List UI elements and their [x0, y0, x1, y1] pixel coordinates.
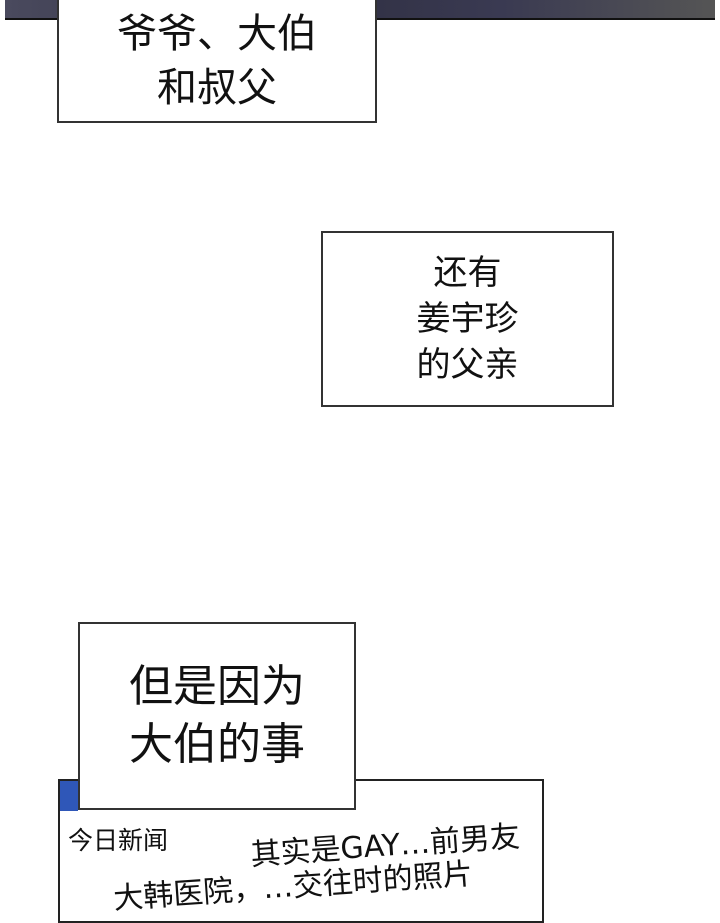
caption-line: 和叔父	[157, 64, 277, 111]
caption-line: 姜宇珍	[416, 299, 519, 339]
caption-box-middle: 还有 姜宇珍 的父亲	[321, 231, 614, 407]
news-tab-marker	[60, 781, 78, 811]
news-label: 今日新闻	[68, 826, 169, 855]
caption-line: 但是因为	[129, 661, 305, 712]
caption-line: 的父亲	[416, 345, 519, 385]
caption-box-bottom: 但是因为 大伯的事	[78, 622, 356, 810]
caption-line: 爷爷、大伯	[117, 10, 317, 57]
caption-line: 还有	[433, 253, 502, 293]
caption-box-top: 爷爷、大伯 和叔父	[57, 0, 377, 123]
caption-line: 大伯的事	[129, 719, 305, 770]
